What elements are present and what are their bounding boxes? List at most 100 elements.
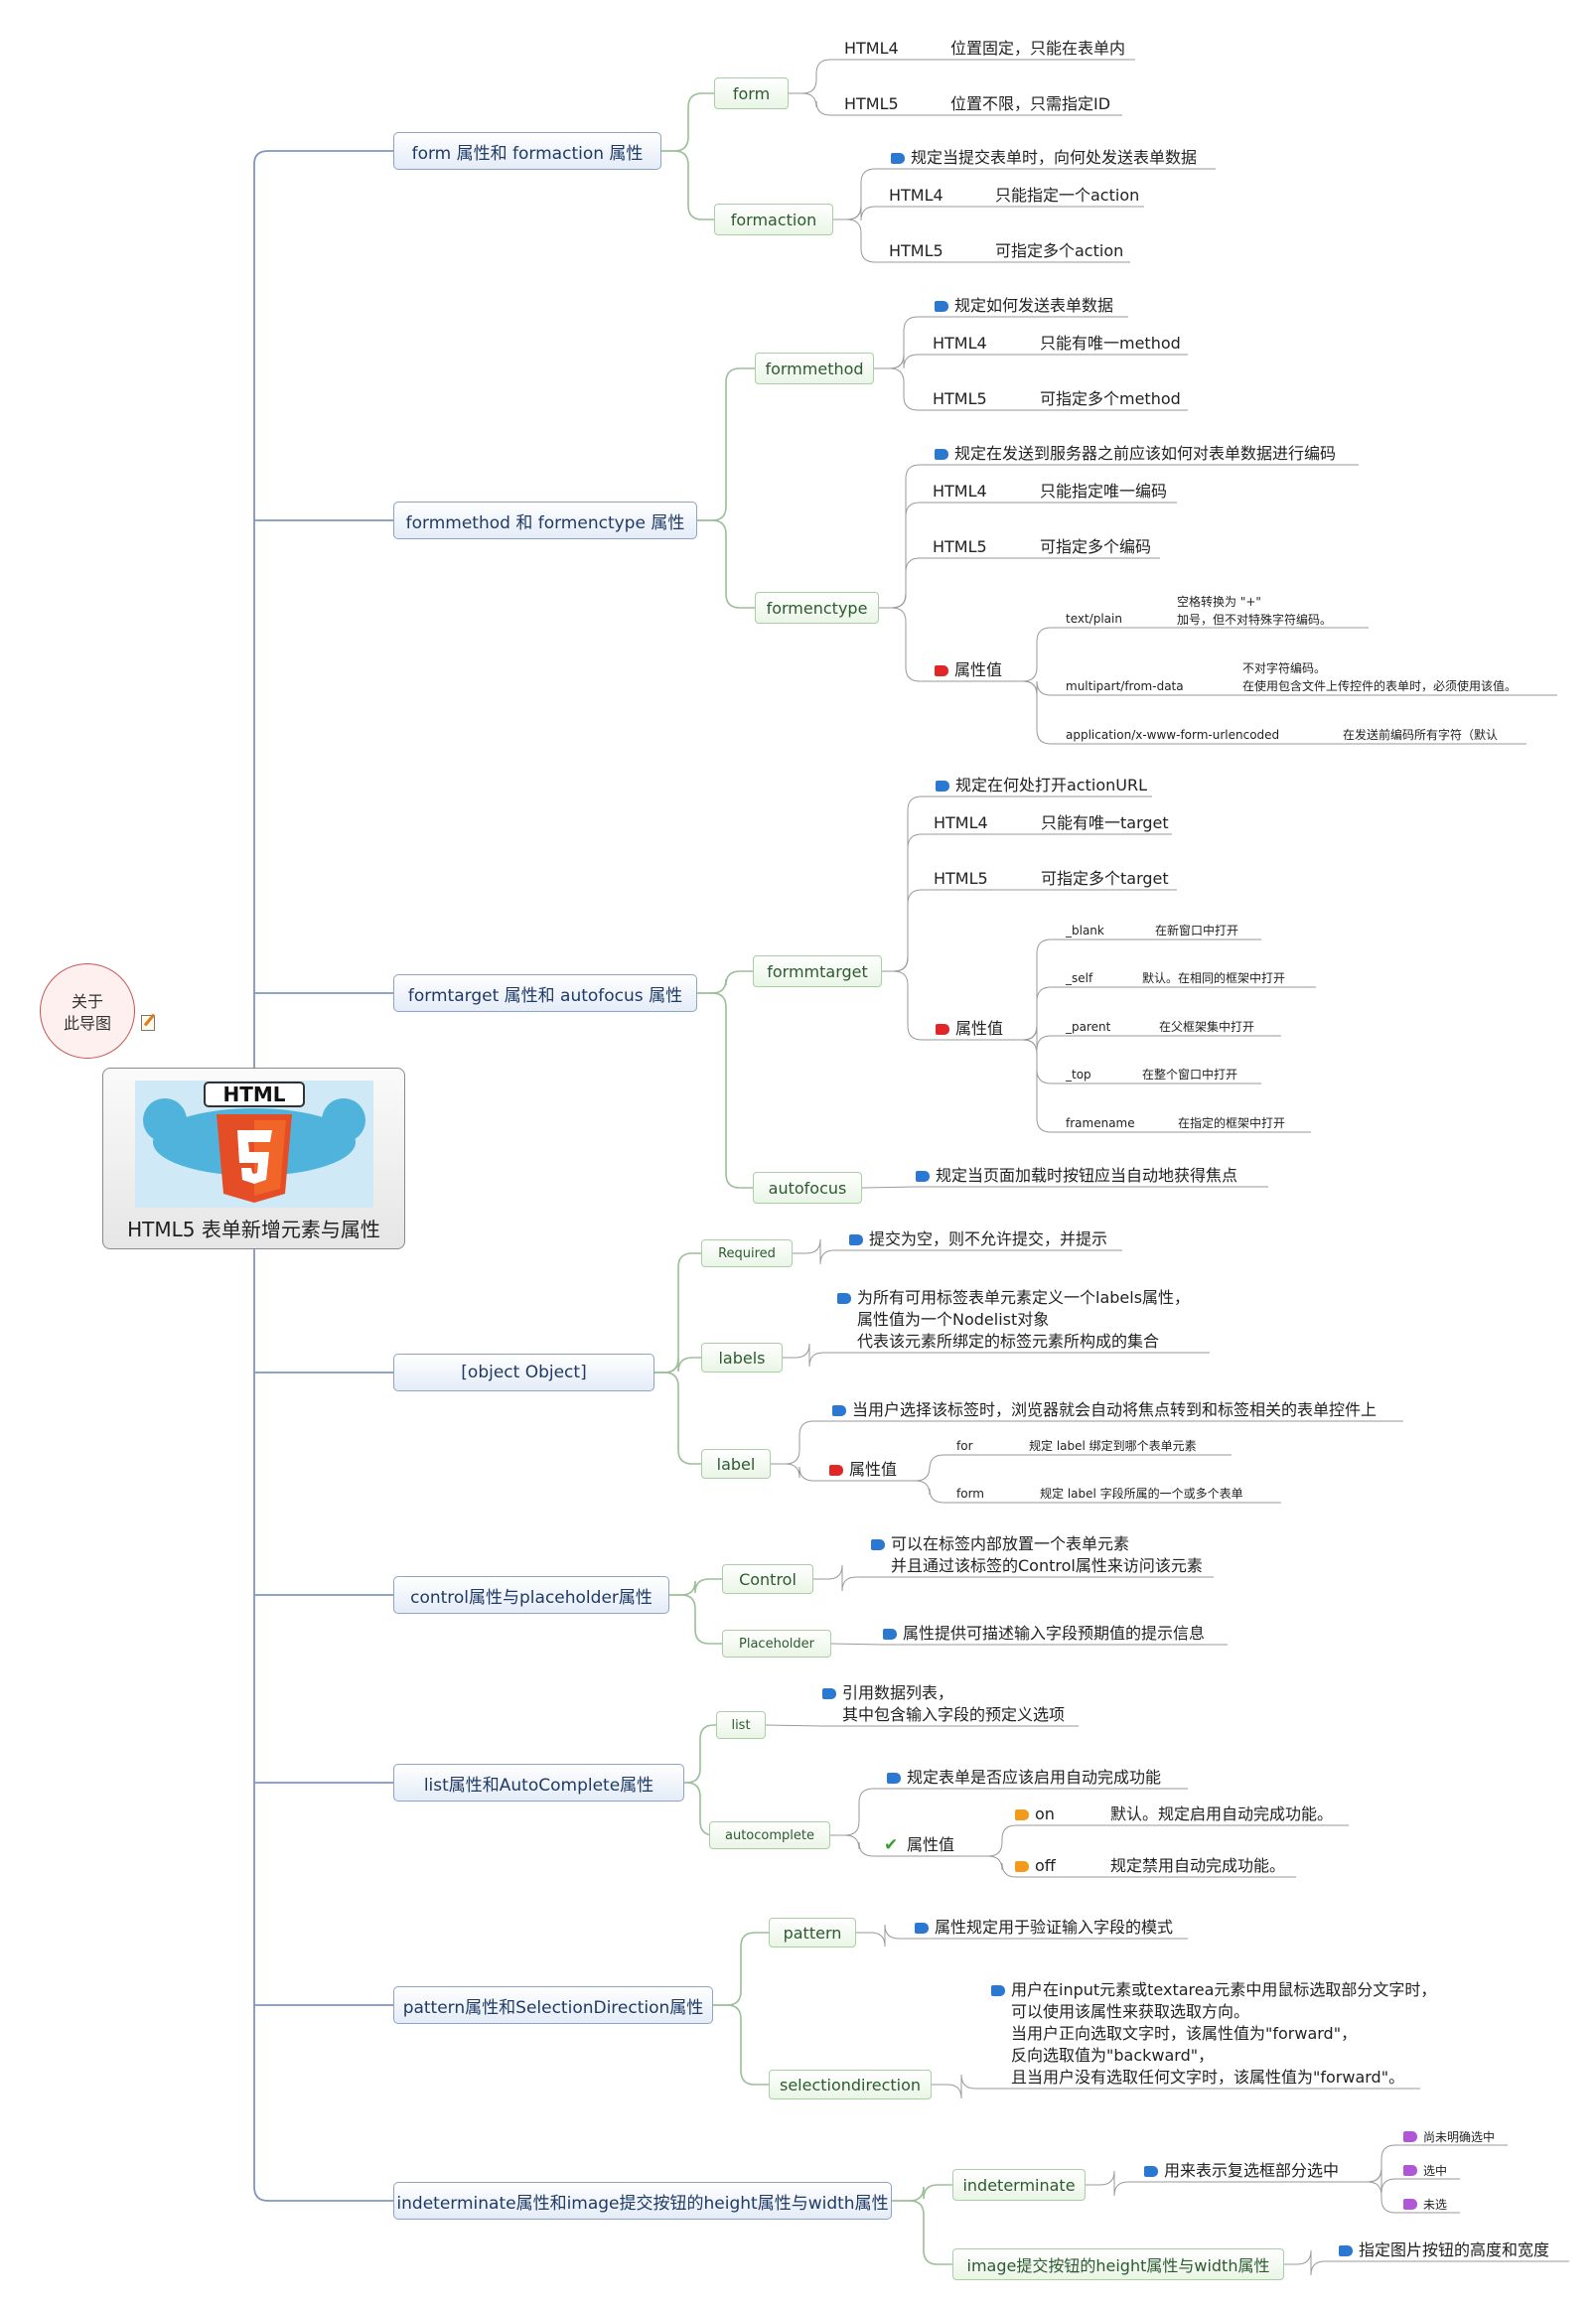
branch-formmethod-formenctype[interactable]: formmethod 和 formenctype 属性 <box>393 502 697 539</box>
sub-autofocus[interactable]: autofocus <box>753 1172 862 1204</box>
about-map-bubble[interactable]: 关于 此导图 <box>40 963 135 1059</box>
blue-flag-icon <box>916 1171 930 1182</box>
connector <box>669 1594 722 1645</box>
connector <box>789 92 844 116</box>
blue-flag-icon <box>1339 2245 1353 2256</box>
note-icon[interactable] <box>141 1015 155 1031</box>
orange-flag-icon <box>1015 1809 1029 1820</box>
formmethod-html5-desc: 可指定多个method <box>1040 389 1181 408</box>
sub-autocomplete[interactable]: autocomplete <box>709 1821 830 1849</box>
autocomplete-attr-label: 属性值 <box>907 1835 955 1854</box>
root-topic[interactable]: HTML HTML5 表单新增元素与属性 <box>102 1068 405 1249</box>
target-framename-d: 在指定的框架中打开 <box>1178 1116 1286 1130</box>
branch-indeterminate-image[interactable]: indeterminate属性和image提交按钮的height属性与width… <box>393 2182 892 2220</box>
autocomplete-on: on <box>1035 1805 1055 1823</box>
sub-image-button[interactable]: image提交按钮的height属性与width属性 <box>952 2248 1284 2280</box>
target-top-d: 在整个窗口中打开 <box>1142 1068 1238 1082</box>
formmethod-desc: 规定如何发送表单数据 <box>954 296 1114 315</box>
formaction-desc: 规定当提交表单时，向何处发送表单数据 <box>911 148 1198 167</box>
connector <box>882 889 934 972</box>
connector <box>654 1372 701 1465</box>
connector <box>987 1824 1017 1857</box>
selection-d1: 用户在input元素或textarea元素中用鼠标选取部分文字时， <box>1011 1980 1437 1999</box>
target-blank: _blank <box>1066 924 1104 938</box>
connector <box>697 519 755 609</box>
formenctype-html5: HTML5 <box>933 537 987 556</box>
about-line2: 此导图 <box>63 1014 111 1033</box>
indeterminate-desc: 用来表示复选框部分选中 <box>1164 2161 1340 2180</box>
connector <box>874 367 933 411</box>
connector <box>771 1463 829 1482</box>
branch-required-labels[interactable]: [object Object] <box>393 1354 654 1391</box>
sub-form[interactable]: form <box>714 77 789 109</box>
sub-control[interactable]: Control <box>722 1564 813 1594</box>
connector <box>879 557 933 609</box>
control-d2: 并且通过该标签的Control属性来访问该元素 <box>891 1556 1203 1575</box>
branch-formtarget-autofocus[interactable]: formtarget 属性和 autofocus 属性 <box>393 974 697 1012</box>
connector <box>1013 627 1066 682</box>
sub-formenctype[interactable]: formenctype <box>755 592 879 624</box>
connector <box>253 1249 393 2202</box>
formaction-html5: HTML5 <box>889 241 943 260</box>
formenctype-html4: HTML4 <box>933 482 987 501</box>
sub-placeholder[interactable]: Placeholder <box>722 1630 831 1658</box>
connector <box>1013 986 1066 1041</box>
connector <box>1284 2249 1339 2276</box>
sub-label[interactable]: label <box>701 1449 771 1479</box>
target-parent: _parent <box>1066 1020 1111 1034</box>
sub-selectiondirection[interactable]: selectiondirection <box>769 2070 932 2099</box>
list-d2: 其中包含输入字段的预定义选项 <box>842 1705 1066 1724</box>
connector <box>783 1343 837 1368</box>
branch-list-autocomplete[interactable]: list属性和AutoComplete属性 <box>393 1764 684 1802</box>
label-attr-label: 属性值 <box>849 1460 898 1479</box>
sub-formtarget[interactable]: formmtarget <box>753 955 882 987</box>
connector <box>654 1252 701 1373</box>
sub-list[interactable]: list <box>716 1711 766 1739</box>
selection-d5: 且当用户没有选取任何文字时，该属性值为"forward"。 <box>1011 2068 1405 2087</box>
connector <box>1361 2167 1403 2194</box>
connector <box>697 992 753 1189</box>
formtarget-html4-desc: 只能有唯一target <box>1041 813 1169 832</box>
red-flag-icon <box>935 665 948 676</box>
selection-d2: 可以使用该属性来获取选取方向。 <box>1011 2002 1250 2021</box>
sub-indeterminate[interactable]: indeterminate <box>952 2169 1086 2201</box>
connector <box>697 970 753 994</box>
connector <box>861 1186 917 1189</box>
sub-formmethod[interactable]: formmethod <box>755 353 874 384</box>
sub-labels[interactable]: labels <box>701 1343 783 1372</box>
connector <box>987 1855 1017 1878</box>
connector <box>882 970 934 1041</box>
blue-flag-icon <box>1144 2166 1158 2177</box>
root-title: HTML5 表单新增元素与属性 <box>127 1218 380 1241</box>
enctype-urlenc-d: 在发送前编码所有字符（默认 <box>1343 728 1499 742</box>
selection-d3: 当用户正向选取文字时，该属性值为"forward"， <box>1011 2024 1358 2043</box>
purple-flag-icon <box>1403 2131 1417 2142</box>
connector <box>669 1578 722 1596</box>
branch-pattern-selection[interactable]: pattern属性和SelectionDirection属性 <box>393 1986 713 2024</box>
connector <box>1013 680 1066 745</box>
enctype-multi-d2: 在使用包含文件上传控件的表单时，必须使用该值。 <box>1242 679 1518 693</box>
sub-required[interactable]: Required <box>701 1239 793 1267</box>
formtarget-html5-desc: 可指定多个target <box>1041 869 1169 888</box>
blue-flag-icon <box>936 781 949 792</box>
sub-formaction[interactable]: formaction <box>714 204 833 235</box>
connector <box>932 2074 991 2099</box>
control-d1: 可以在标签内部放置一个表单元素 <box>891 1534 1130 1553</box>
branch-form-formaction[interactable]: form 属性和 formaction 属性 <box>393 132 661 170</box>
image-desc: 指定图片按钮的高度和宽度 <box>1359 2240 1550 2259</box>
blue-flag-icon <box>887 1773 901 1784</box>
html5-logo-icon: HTML <box>135 1081 373 1208</box>
pattern-desc: 属性规定用于验证输入字段的模式 <box>935 1918 1174 1937</box>
connector <box>684 1782 716 1836</box>
formaction-html4-desc: 只能指定一个action <box>995 186 1140 205</box>
about-line1: 关于 <box>71 992 103 1011</box>
sub-pattern[interactable]: pattern <box>769 1918 856 1948</box>
formenctype-html5-desc: 可指定多个编码 <box>1040 537 1152 556</box>
connector <box>1361 2181 1403 2214</box>
orange-flag-icon <box>1015 1861 1029 1872</box>
branch-control-placeholder[interactable]: control属性与placeholder属性 <box>393 1576 669 1614</box>
blue-flag-icon <box>837 1293 851 1304</box>
autocomplete-on-d: 默认。规定启用自动完成功能。 <box>1110 1805 1334 1823</box>
